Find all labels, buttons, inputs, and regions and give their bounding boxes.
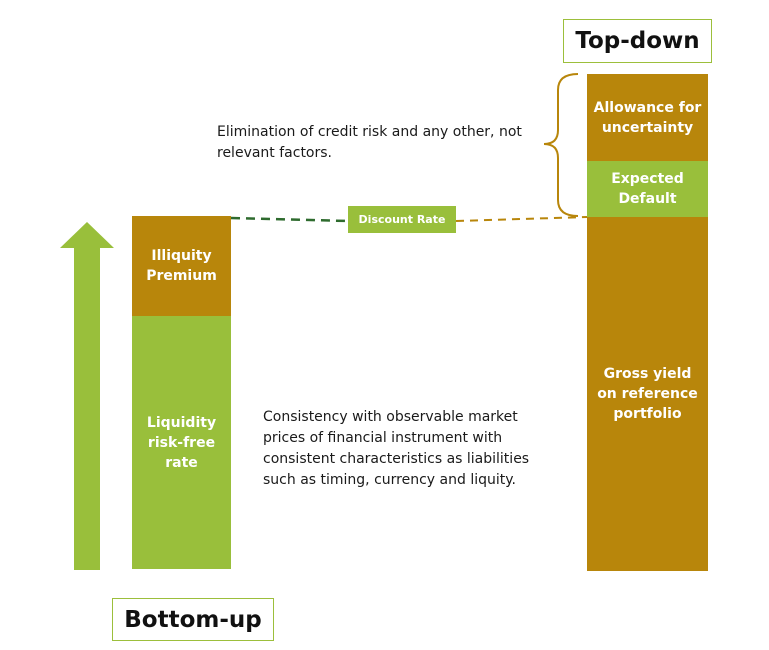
allowance-for-uncertainty-text: Allowance for uncertainty xyxy=(593,99,702,136)
illiquidity-premium-block: Illiquity Premium xyxy=(132,216,231,316)
left-dashed-connector xyxy=(230,216,349,223)
gross-yield-text: Gross yield on reference portfolio xyxy=(597,366,698,422)
gross-yield-block: Gross yield on reference portfolio xyxy=(587,217,708,571)
expected-default-block: Expected Default xyxy=(587,161,708,217)
curly-brace-icon xyxy=(543,73,579,217)
elimination-note: Elimination of credit risk and any other… xyxy=(217,124,522,161)
expected-default-text: Expected Default xyxy=(611,171,684,207)
allowance-for-uncertainty-block: Allowance for uncertainty xyxy=(587,74,708,161)
bottom-up-label: Bottom-up xyxy=(112,598,274,641)
illiquidity-premium-text: Illiquity Premium xyxy=(146,248,217,284)
right-dashed-connector xyxy=(455,216,588,222)
liquidity-risk-free-rate-block: Liquidity risk-free rate xyxy=(132,316,231,569)
consistency-note: Consistency with observable market price… xyxy=(263,409,530,488)
top-down-label: Top-down xyxy=(563,19,712,63)
discount-rate-tag: Discount Rate xyxy=(348,206,456,233)
liquidity-risk-free-rate-text: Liquidity risk-free rate xyxy=(146,414,217,471)
upward-arrow-icon xyxy=(60,222,114,570)
